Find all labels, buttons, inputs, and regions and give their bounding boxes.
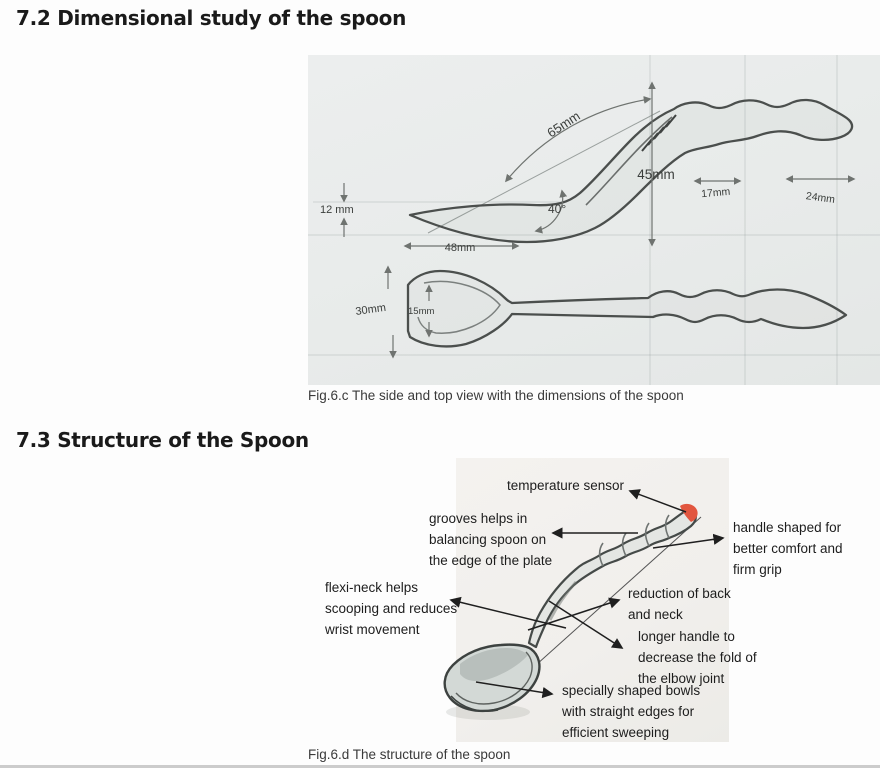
dimension-label-curve: 65mm [544, 108, 582, 140]
dimension-label-tip: 24mm [805, 190, 836, 206]
bowl-inner-shading [460, 648, 528, 682]
figure-structure-sketch: temperature sensor grooves helps in bala… [320, 458, 880, 746]
annotation-grooves: grooves helps in balancing spoon on the … [429, 511, 553, 568]
arrow-handle-shape [652, 533, 725, 549]
dimension-label-height: 45mm [637, 167, 675, 182]
annotation-handle-shape: handle shaped for better comfort and fir… [733, 520, 843, 577]
figure-dimensional-sketch: 65mm 45mm 17mm 24mm 12 mm 48mm 40° 30mm … [308, 55, 880, 385]
bowl-rim-inner-line [455, 651, 533, 705]
dimension-label-bowl-inner: 15mm [408, 306, 434, 317]
dimension-label-depth: 12 mm [320, 204, 354, 216]
handle-groove-creases [598, 514, 670, 567]
dimension-label-groove: 17mm [701, 186, 731, 201]
annotation-arrows [449, 489, 725, 699]
dimension-label-bowl-length: 48mm [445, 242, 476, 254]
figure-caption-6d: Fig.6.d The structure of the spoon [308, 747, 511, 762]
dimensional-sketch-svg: 65mm 45mm 17mm 24mm 12 mm 48mm 40° 30mm … [308, 55, 880, 385]
section-heading-7-3: 7.3 Structure of the Spoon [16, 428, 309, 452]
bowl-straight-edge-line [450, 695, 499, 712]
arrow-shaped-bowls [475, 681, 554, 699]
spoon-top-view [406, 269, 848, 348]
spoon-side-view [408, 98, 854, 244]
annotation-longer-handle: longer handle to decrease the fold of th… [638, 629, 757, 686]
dimension-label-angle: 40° [548, 202, 566, 216]
annotation-temperature-sensor: temperature sensor [507, 478, 625, 493]
annotation-reduction: reduction of back and neck [628, 586, 731, 622]
structure-spoon-handle [527, 506, 697, 649]
neck-shading [548, 580, 578, 621]
page-bottom-border [0, 765, 880, 768]
figure-caption-6c: Fig.6.c The side and top view with the d… [308, 388, 684, 403]
temperature-sensor-tip [680, 503, 698, 522]
arrow-temperature-sensor [628, 489, 687, 513]
bowl-inner-line [417, 280, 501, 334]
structure-sketch-svg [443, 489, 725, 720]
section-heading-7-2: 7.2 Dimensional study of the spoon [16, 6, 407, 30]
dimension-lines [340, 81, 856, 359]
annotation-shaped-bowls: specially shaped bowls with straight edg… [562, 683, 701, 740]
arrow-reduction [527, 597, 621, 631]
dimension-label-bowl-width: 30mm [355, 302, 387, 318]
construction-grid [308, 55, 880, 385]
arrow-longer-handle [548, 600, 624, 649]
annotation-flexi-neck: flexi-neck helps scooping and reduces wr… [325, 580, 458, 637]
